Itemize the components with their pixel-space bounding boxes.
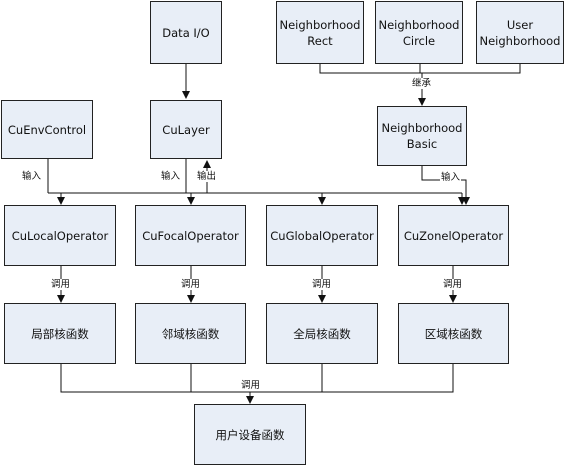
node-local-kernel: 局部核函数 xyxy=(4,303,116,364)
label-output-layer: 输出 xyxy=(196,171,218,182)
label-call-local: 调用 xyxy=(50,279,72,290)
label-inherit: 继承 xyxy=(411,78,433,89)
node-neighborhood-rect: Neighborhood Rect xyxy=(276,1,364,64)
node-user-device-function: 用户设备函数 xyxy=(194,404,306,465)
node-culayer: CuLayer xyxy=(150,100,222,159)
node-cuglobal-operator: CuGlobalOperator xyxy=(266,205,378,266)
label-call-focal: 调用 xyxy=(180,279,202,290)
node-neighborhood-basic: Neighborhood Basic xyxy=(377,106,467,166)
node-global-kernel: 全局核函数 xyxy=(266,303,378,364)
label-call-global: 调用 xyxy=(311,279,333,290)
node-data-io: Data I/O xyxy=(150,1,222,64)
node-user-neighborhood: User Neighborhood xyxy=(476,1,564,64)
label-call-zone: 调用 xyxy=(442,279,464,290)
edge-kernels-merge xyxy=(60,364,454,393)
node-cuzonel-operator: CuZonelOperator xyxy=(398,205,509,266)
node-cuenvcontrol: CuEnvControl xyxy=(1,100,93,159)
node-culocal-operator: CuLocalOperator xyxy=(4,205,116,266)
node-neighborhood-circle: Neighborhood Circle xyxy=(375,1,463,64)
label-input-basic: 输入 xyxy=(440,172,462,183)
label-call-device: 调用 xyxy=(240,380,262,391)
label-input-env: 输入 xyxy=(21,171,43,182)
node-zone-kernel: 区域核函数 xyxy=(398,303,509,364)
label-input-layer: 输入 xyxy=(160,171,182,182)
node-cufocal-operator: CuFocalOperator xyxy=(135,205,246,266)
node-neighborhood-kernel: 邻域核函数 xyxy=(135,303,246,364)
